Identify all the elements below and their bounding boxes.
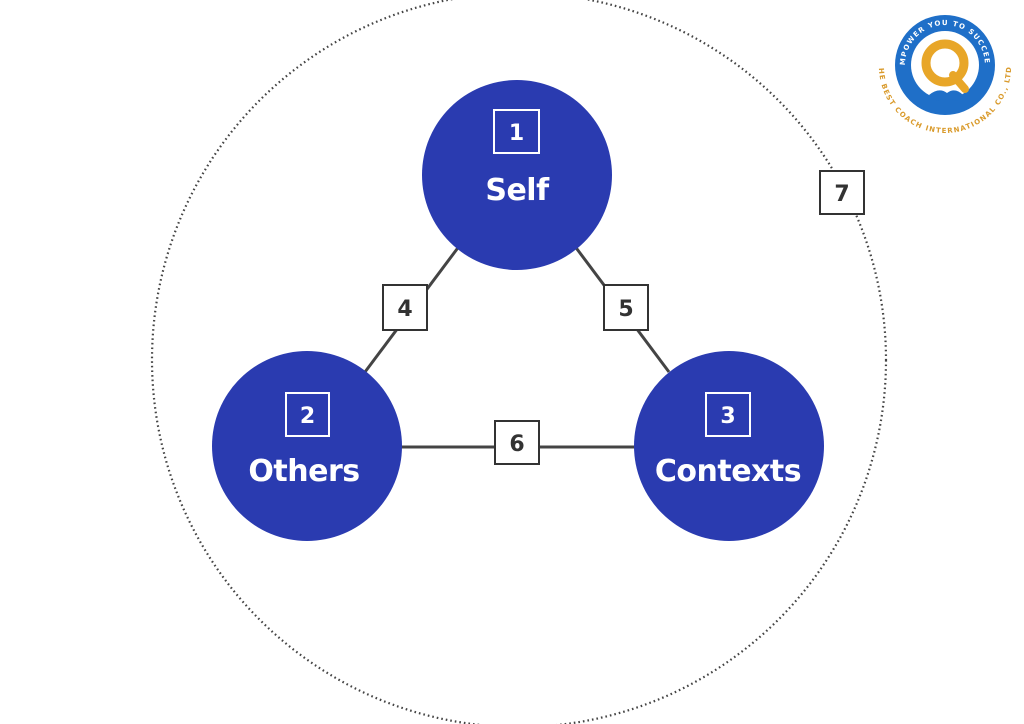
outer-number-7: 7	[819, 170, 865, 215]
node-self-number-box	[493, 109, 540, 154]
node-contexts-number-box	[705, 392, 751, 437]
edge-number-4-text: 4	[397, 297, 412, 322]
company-logo: EMPOWER YOU TO SUCCEED THE BEST COACH IN…	[877, 15, 1012, 135]
node-contexts-label: Contexts	[655, 454, 801, 489]
logo-q-icon	[921, 39, 969, 93]
node-others-number-box	[285, 392, 330, 437]
node-self-number: 1	[509, 121, 524, 146]
node-others-number: 2	[300, 404, 315, 429]
node-contexts-circle	[634, 351, 824, 541]
edge-number-4-box	[382, 284, 428, 331]
outer-number-7-text: 7	[834, 182, 849, 207]
edge-number-5-box	[603, 284, 649, 331]
logo-handshake-icon	[929, 90, 963, 101]
edge-number-4: 4	[382, 284, 428, 331]
edge-number-5-text: 5	[618, 297, 633, 322]
edge-number-6: 6	[494, 420, 540, 465]
outer-dotted-circle	[151, 0, 887, 724]
node-contexts: 3 Contexts	[634, 351, 824, 541]
node-contexts-number: 3	[720, 404, 735, 429]
node-others-circle	[212, 351, 402, 541]
outer-number-7-box	[819, 170, 865, 215]
node-self-label: Self	[485, 173, 550, 208]
edge-number-5: 5	[603, 284, 649, 331]
edge-number-6-text: 6	[509, 432, 524, 457]
node-self: 1 Self	[422, 80, 612, 270]
node-others: 2 Others	[212, 351, 402, 541]
node-others-label: Others	[248, 454, 359, 489]
edge-number-6-box	[494, 420, 540, 465]
node-self-circle	[422, 80, 612, 270]
